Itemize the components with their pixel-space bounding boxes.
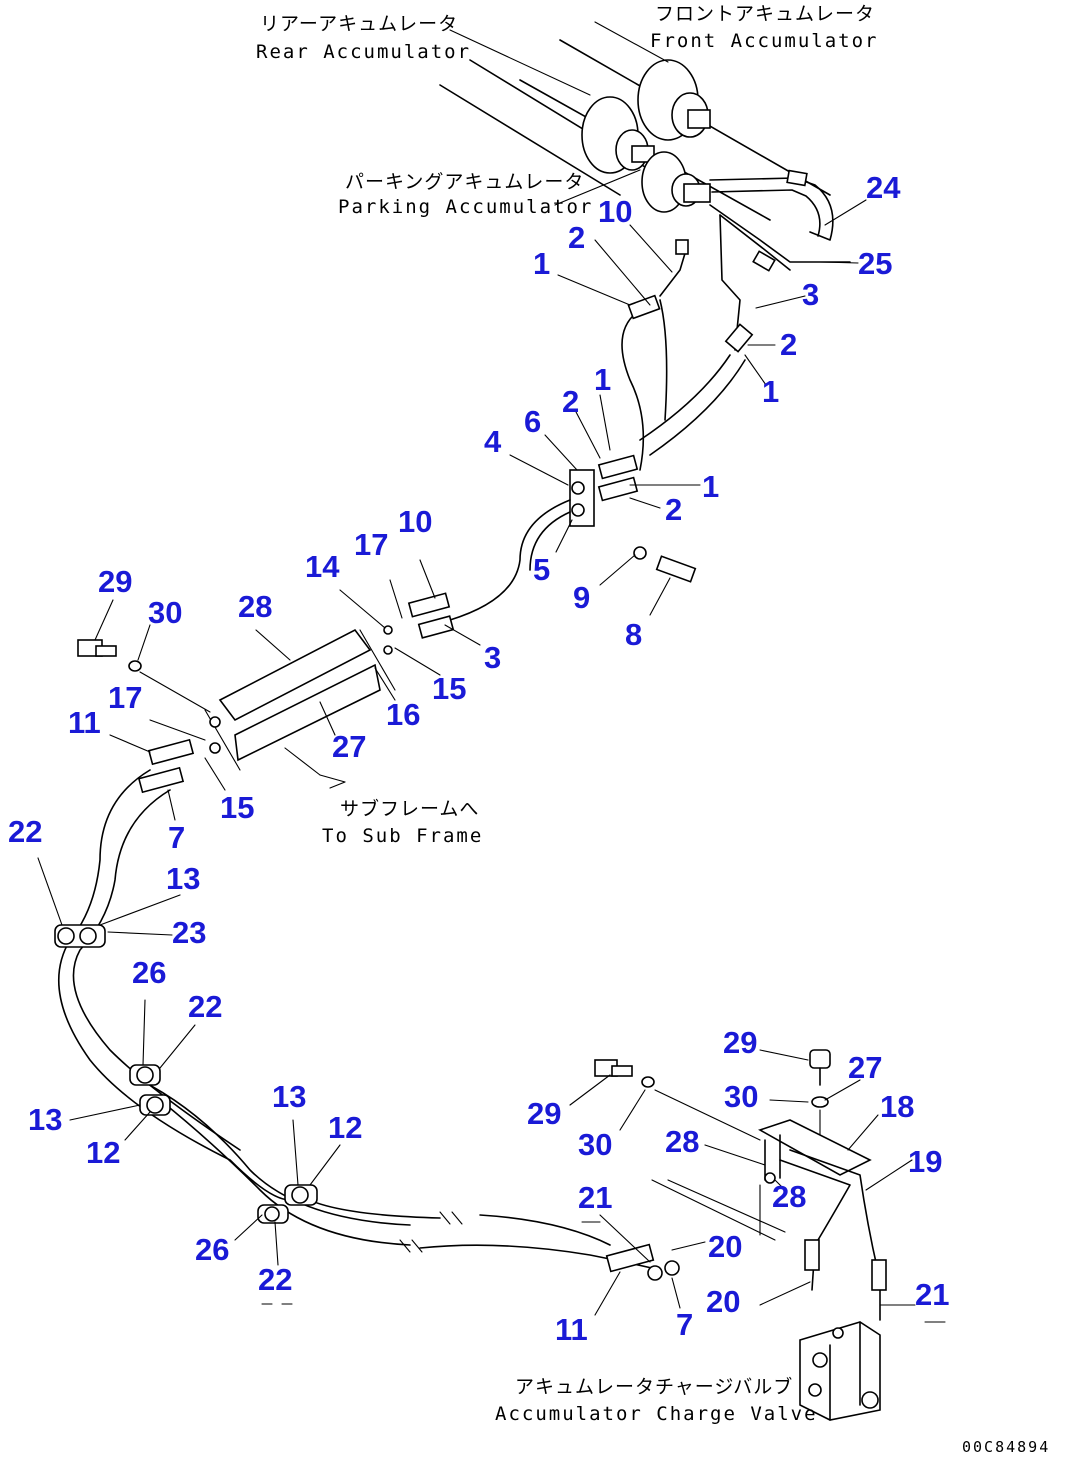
callout-22: 22 xyxy=(188,989,222,1024)
callout-10: 10 xyxy=(598,194,632,229)
clamps-12-13-22-23-26 xyxy=(54,924,318,1224)
callout-20: 20 xyxy=(708,1229,742,1264)
callout-27: 27 xyxy=(848,1050,882,1085)
callout-25: 25 xyxy=(858,246,892,281)
callout-2: 2 xyxy=(665,492,682,527)
callouts: 24 25 10 2 1 3 2 1 1 2 6 4 1 2 5 9 8 10 … xyxy=(8,170,949,1347)
callout-1: 1 xyxy=(533,246,550,281)
callout-22: 22 xyxy=(8,814,42,849)
tube-bracket-18 xyxy=(758,1119,872,1236)
callout-28: 28 xyxy=(772,1179,806,1214)
captions: リアーアキュムレータ Rear Accumulator フロントアキュムレータ … xyxy=(256,3,1050,1456)
hose-upper-right xyxy=(639,214,754,456)
callout-1: 1 xyxy=(594,362,611,397)
caption-parking-accumulator-en: Parking Accumulator xyxy=(338,196,593,218)
front-accumulator xyxy=(519,39,831,221)
callout-24: 24 xyxy=(866,170,901,205)
caption-front-accumulator-en: Front Accumulator xyxy=(650,30,878,52)
callout-14: 14 xyxy=(305,549,340,584)
callout-2: 2 xyxy=(780,327,797,362)
callout-30: 30 xyxy=(578,1127,612,1162)
callout-21: 21 xyxy=(915,1277,949,1312)
callout-13: 13 xyxy=(272,1079,306,1114)
callout-5: 5 xyxy=(533,552,550,587)
rear-accumulator xyxy=(439,59,655,196)
callout-8: 8 xyxy=(625,617,642,652)
reference-dashes xyxy=(261,1211,946,1323)
callout-17: 17 xyxy=(108,680,142,715)
leader-lines xyxy=(37,21,916,1316)
hose-middle xyxy=(407,499,571,639)
callout-28: 28 xyxy=(665,1124,699,1159)
callout-2: 2 xyxy=(562,384,579,419)
pipe-24 xyxy=(709,169,834,241)
pipes-19-20-21 xyxy=(605,1149,887,1321)
callout-7: 7 xyxy=(676,1307,693,1342)
callout-15: 15 xyxy=(432,671,466,706)
callout-26: 26 xyxy=(195,1232,229,1267)
callout-28: 28 xyxy=(238,589,272,624)
caption-rear-accumulator-jp: リアーアキュムレータ xyxy=(260,13,458,35)
callout-29: 29 xyxy=(723,1025,757,1060)
accumulator-charge-valve xyxy=(799,1321,881,1421)
callout-16: 16 xyxy=(386,697,420,732)
tube-assembly-27-28 xyxy=(204,625,396,783)
callout-3: 3 xyxy=(484,640,501,675)
callout-4: 4 xyxy=(484,424,502,459)
callout-12: 12 xyxy=(328,1110,362,1145)
callout-20: 20 xyxy=(706,1284,740,1319)
callout-2: 2 xyxy=(568,220,585,255)
block-bracket xyxy=(569,454,639,527)
caption-sub-frame-en: To Sub Frame xyxy=(322,825,483,847)
callout-13: 13 xyxy=(28,1102,62,1137)
callout-11: 11 xyxy=(68,705,101,740)
callout-13: 13 xyxy=(166,861,200,896)
hose-lower-left xyxy=(58,769,661,1271)
callout-11: 11 xyxy=(555,1312,588,1347)
callout-18: 18 xyxy=(880,1089,914,1124)
callout-10: 10 xyxy=(398,504,432,539)
fitting-8-9 xyxy=(633,546,697,583)
callout-23: 23 xyxy=(172,915,206,950)
callout-26: 26 xyxy=(132,955,166,990)
bolt-29-washer-30-right xyxy=(594,1049,831,1151)
caption-front-accumulator-jp: フロントアキュムレータ xyxy=(655,3,875,25)
callout-12: 12 xyxy=(86,1135,120,1170)
callout-6: 6 xyxy=(524,404,541,439)
hose-upper-left xyxy=(621,239,689,471)
callout-3: 3 xyxy=(802,277,819,312)
callout-27: 27 xyxy=(332,729,366,764)
caption-sub-frame-jp: サブフレームへ xyxy=(340,797,479,820)
caption-rear-accumulator-en: Rear Accumulator xyxy=(256,41,471,63)
callout-1: 1 xyxy=(762,374,779,409)
caption-charge-valve-en: Accumulator Charge Valve xyxy=(495,1403,818,1425)
callout-30: 30 xyxy=(724,1079,758,1114)
callout-21: 21 xyxy=(578,1180,612,1215)
drawing-code: 00C84894 xyxy=(962,1438,1050,1456)
parking-accumulator xyxy=(641,151,711,213)
callout-7: 7 xyxy=(168,820,185,855)
callout-30: 30 xyxy=(148,595,182,630)
callout-15: 15 xyxy=(220,790,254,825)
callout-19: 19 xyxy=(908,1144,942,1179)
callout-1: 1 xyxy=(702,469,719,504)
callout-29: 29 xyxy=(527,1096,561,1131)
caption-parking-accumulator-jp: パーキングアキュムレータ xyxy=(345,171,584,193)
callout-29: 29 xyxy=(98,564,132,599)
fitting-7-11 xyxy=(137,738,195,794)
caption-charge-valve-jp: アキュムレータチャージバルブ xyxy=(515,1375,793,1398)
callout-22: 22 xyxy=(258,1262,292,1297)
callout-9: 9 xyxy=(573,580,590,615)
pipe-25 xyxy=(709,204,851,272)
bolt-29-washer-30 xyxy=(77,639,211,713)
callout-17: 17 xyxy=(354,527,388,562)
